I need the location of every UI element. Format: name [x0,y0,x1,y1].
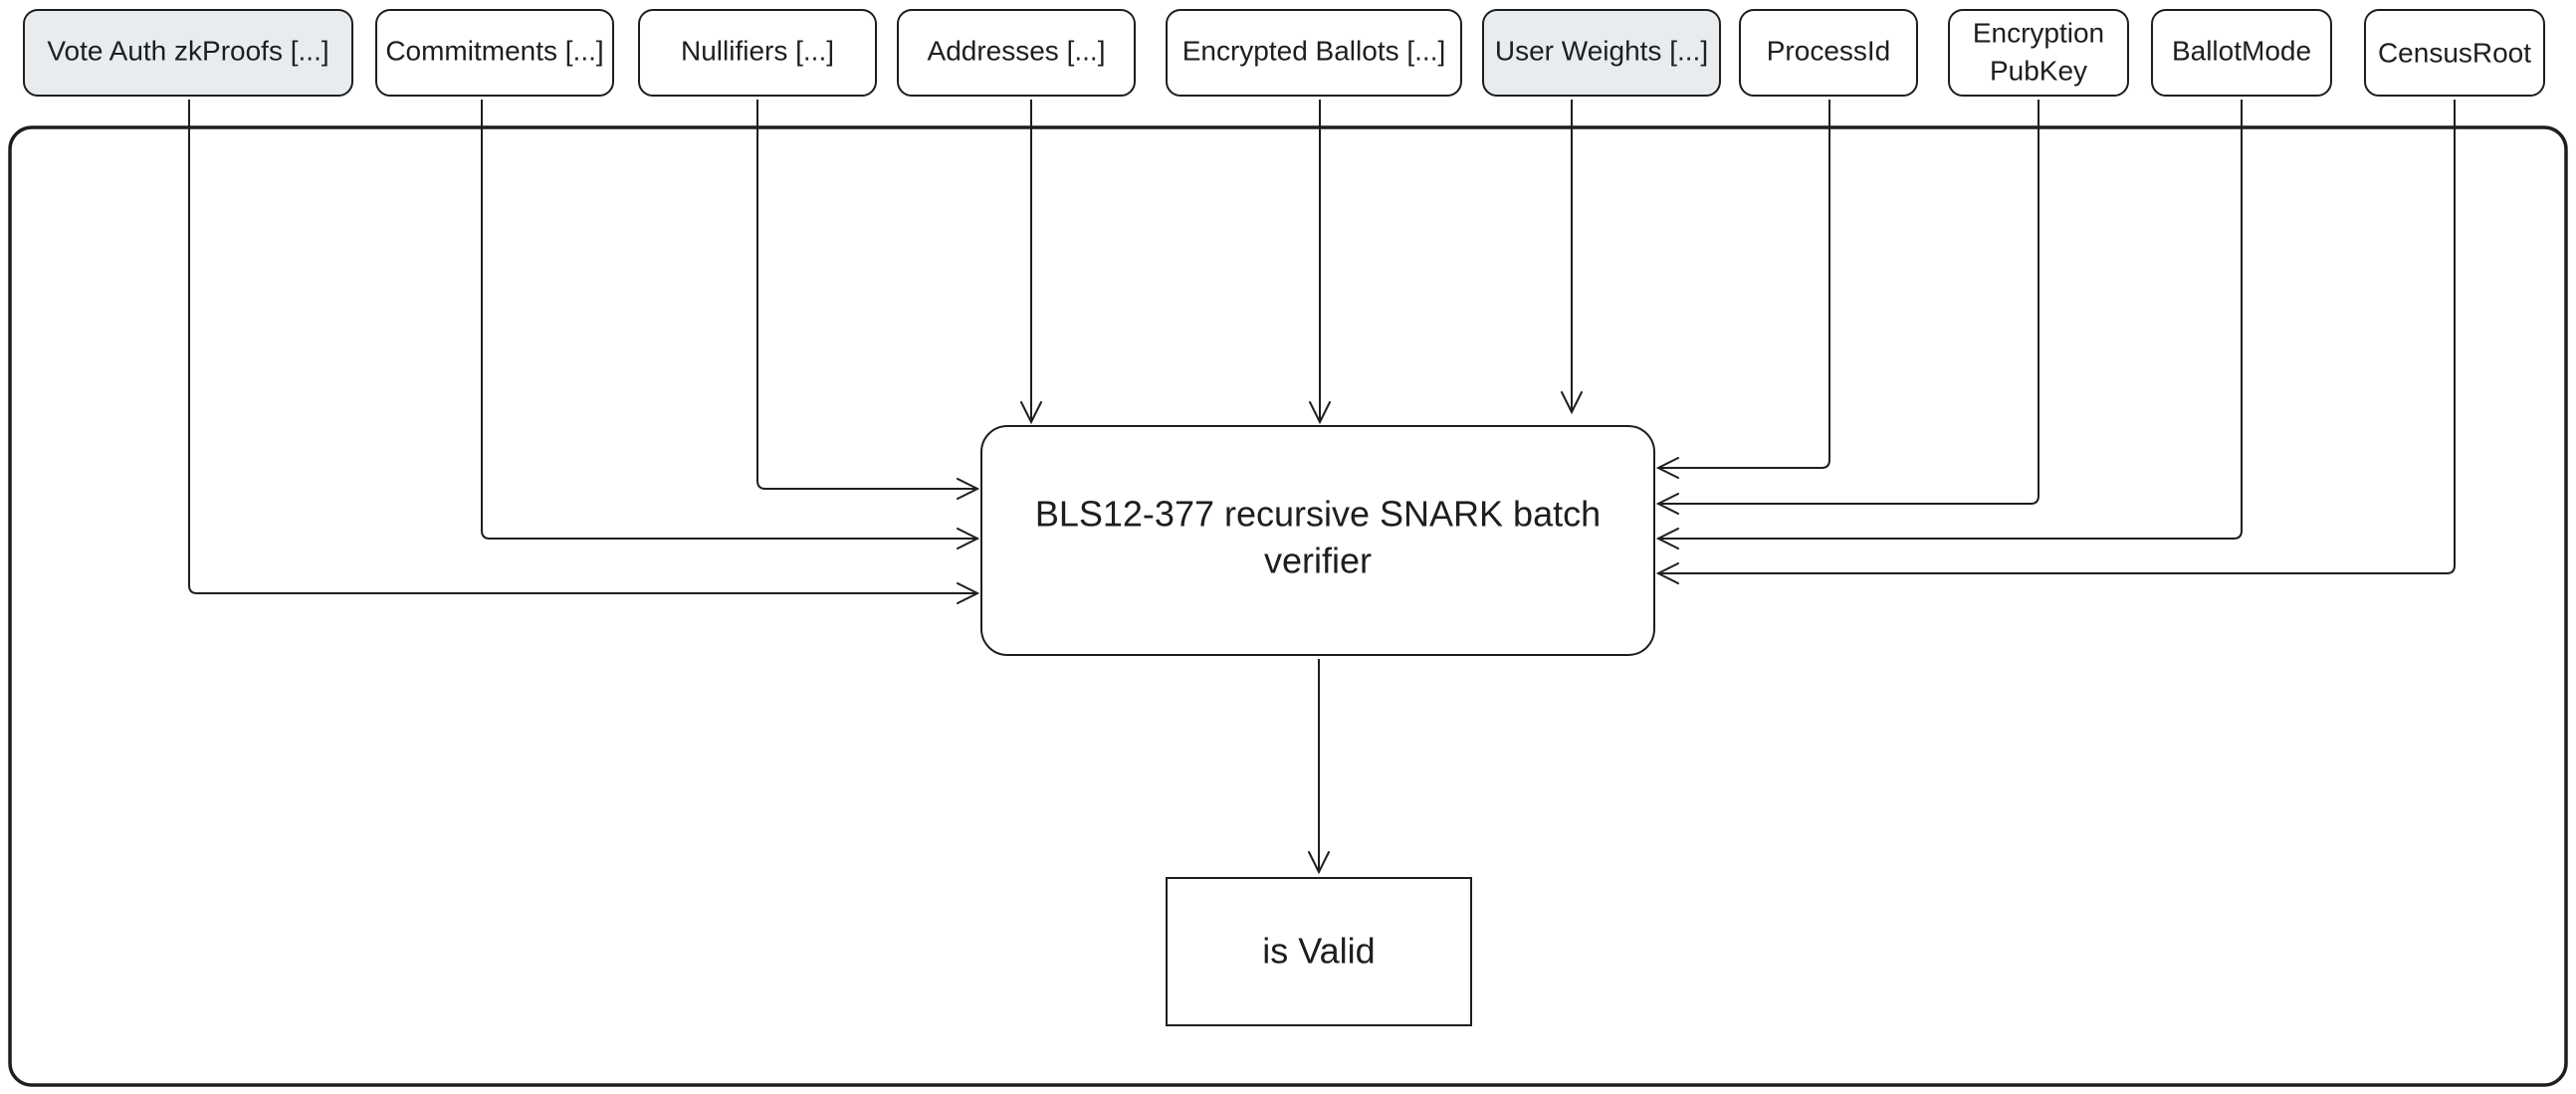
input-node-nullifiers: Nullifiers [...] [638,9,877,97]
connector-ballot-mode [1658,100,2243,539]
input-label: Addresses [...] [928,35,1106,66]
input-label: Encrypted Ballots [...] [1182,35,1446,66]
input-node-encryption-pubkey: Encryption PubKey [1948,9,2129,97]
input-label-line1: Encryption [1973,17,2104,48]
verifier-label-line2: verifier [1264,541,1372,581]
input-node-commitments: Commitments [...] [375,9,614,97]
connector-census-root [1658,100,2456,573]
input-label: Commitments [...] [385,35,603,66]
input-node-process-id: ProcessId [1739,9,1918,97]
connector-process-id [1658,100,1830,468]
input-nodes: Vote Auth zkProofs [...] Commitments [..… [23,9,2545,97]
circuit-container [8,125,2568,1087]
connector-vote-auth-zkproofs [188,100,977,593]
input-label: ProcessId [1767,35,1891,66]
output-node: is Valid [1166,877,1472,1026]
input-node-encrypted-ballots: Encrypted Ballots [...] [1166,9,1462,97]
input-label: CensusRoot [2378,37,2531,68]
output-label: is Valid [1262,931,1375,972]
input-node-census-root: CensusRoot [2364,9,2545,97]
input-label: User Weights [...] [1495,35,1708,66]
input-node-vote-auth-zkproofs: Vote Auth zkProofs [...] [23,9,353,97]
input-label: BallotMode [2172,35,2311,66]
verifier-node: BLS12-377 recursive SNARK batch verifier [980,425,1655,656]
input-node-user-weights: User Weights [...] [1482,9,1721,97]
input-label: Vote Auth zkProofs [...] [47,35,328,66]
input-node-addresses: Addresses [...] [897,9,1136,97]
input-node-ballot-mode: BallotMode [2151,9,2332,97]
verifier-label-line1: BLS12-377 recursive SNARK batch [1035,494,1601,535]
connector-nullifiers [756,100,977,489]
connectors [188,100,2456,872]
connector-encryption-pubkey [1658,100,2039,504]
input-label: Nullifiers [...] [681,35,834,66]
input-label-line2: PubKey [1990,55,2087,86]
connector-commitments [481,100,977,539]
